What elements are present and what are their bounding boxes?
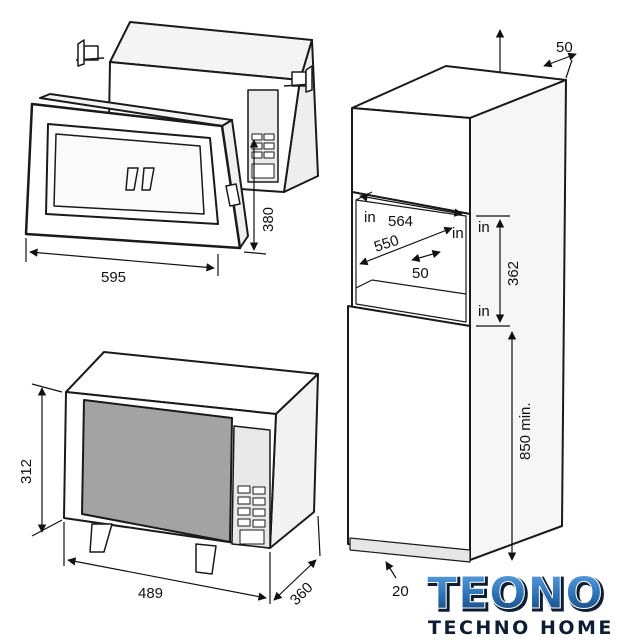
cabinet-plinth	[349, 537, 471, 563]
in-label-lower: in	[478, 303, 490, 320]
cabinet-right-side	[469, 79, 567, 561]
microwave-buttons	[237, 485, 266, 545]
microwave-height-label: 312	[18, 459, 35, 484]
cabinet-front-lower	[347, 305, 471, 561]
inner-gap-label: 50	[412, 265, 429, 282]
teono-logo: TEONO TEONO TECHNO HOME	[427, 568, 614, 640]
frame-bracket-left	[125, 167, 139, 191]
cabinet-width-label: 564	[388, 213, 413, 230]
microwave-foot-left	[89, 523, 113, 553]
frame-dimension-lines	[25, 139, 267, 276]
microwave-foot	[225, 183, 241, 207]
screw-bracket-right-icon	[283, 65, 313, 93]
frame-kit-illustration	[24, 21, 319, 250]
floor-height-label: 850 min.	[517, 402, 534, 460]
cabinet-dimension-lines	[359, 29, 577, 579]
microwave-door-glass	[81, 399, 233, 543]
frame-height-label: 380	[260, 207, 277, 232]
logo-subtitle: TECHNO HOME	[428, 617, 614, 639]
in-label-upper: in	[478, 219, 490, 236]
frame-width-label: 595	[101, 269, 126, 286]
trim-frame-top	[39, 93, 233, 127]
cabinet-illustration	[347, 65, 567, 563]
niche-height-label: 362	[505, 261, 522, 286]
microwave-width-label: 489	[138, 585, 163, 602]
logo-brand: TEONO	[427, 568, 604, 619]
microwave-foot-right	[195, 543, 217, 575]
in-label-564: in	[364, 209, 376, 226]
frame-bracket-right	[141, 167, 155, 191]
microwave-dimension-lines	[31, 383, 321, 604]
screw-bracket-left-icon	[75, 39, 105, 67]
microwave-panel	[231, 425, 271, 549]
in-label-right: in	[452, 225, 464, 242]
microwave-illustration	[63, 351, 319, 575]
plinth-label: 20	[392, 583, 409, 600]
logo-brand-shadow: TEONO	[429, 570, 606, 621]
cabinet-depth-label: 550	[372, 232, 401, 256]
top-gap-label: 50	[556, 39, 573, 56]
